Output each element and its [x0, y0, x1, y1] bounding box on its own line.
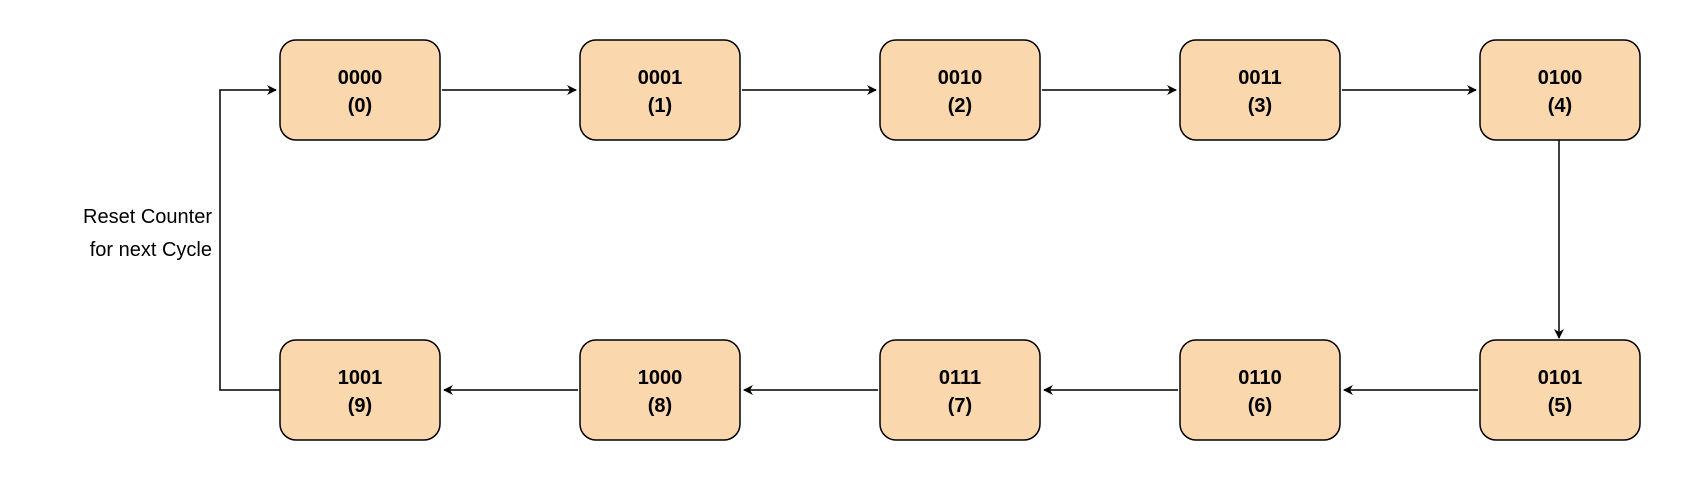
state-0-binary: 0000 — [338, 67, 383, 89]
state-node-2: 0010 (2) — [879, 39, 1041, 141]
state-1-binary: 0001 — [638, 67, 683, 89]
state-8-binary: 1000 — [638, 367, 683, 389]
state-node-1: 0001 (1) — [579, 39, 741, 141]
state-9-decimal: (9) — [348, 395, 372, 417]
state-1-decimal: (1) — [648, 95, 672, 117]
state-2-binary: 0010 — [938, 67, 983, 89]
state-node-5: 0101 (5) — [1479, 339, 1641, 441]
transition-arrows — [219, 85, 1564, 395]
state-7-decimal: (7) — [948, 395, 972, 417]
state-4-decimal: (4) — [1548, 95, 1572, 117]
state-node-4: 0100 (4) — [1479, 39, 1641, 141]
state-6-binary: 0110 — [1238, 367, 1281, 389]
state-8-decimal: (8) — [648, 395, 672, 417]
state-node-8: 1000 (8) — [579, 339, 741, 441]
state-node-7: 0111 (7) — [879, 339, 1041, 441]
arrow-reset-9-to-0 — [219, 85, 280, 391]
state-0-decimal: (0) — [348, 95, 372, 117]
state-9-binary: 1001 — [338, 367, 383, 389]
state-node-3: 0011 (3) — [1179, 39, 1341, 141]
state-node-9: 1001 (9) — [279, 339, 441, 441]
state-7-binary: 0111 — [939, 367, 981, 389]
reset-label-line2: for next Cycle — [90, 239, 212, 261]
state-4-binary: 0100 — [1538, 67, 1583, 89]
state-5-decimal: (5) — [1548, 395, 1572, 417]
reset-label: Reset Counter for next Cycle — [48, 198, 218, 262]
state-nodes: 0000 (0) 0001 (1) 0010 (2) 0011 (3) 0100… — [279, 39, 1641, 441]
state-3-binary: 0011 — [1238, 67, 1281, 89]
state-6-decimal: (6) — [1248, 395, 1272, 417]
state-2-decimal: (2) — [948, 95, 972, 117]
reset-label-line1: Reset Counter — [83, 206, 212, 228]
state-node-6: 0110 (6) — [1179, 339, 1341, 441]
state-5-binary: 0101 — [1538, 367, 1583, 389]
state-3-decimal: (3) — [1248, 95, 1272, 117]
state-node-0: 0000 (0) — [279, 39, 441, 141]
